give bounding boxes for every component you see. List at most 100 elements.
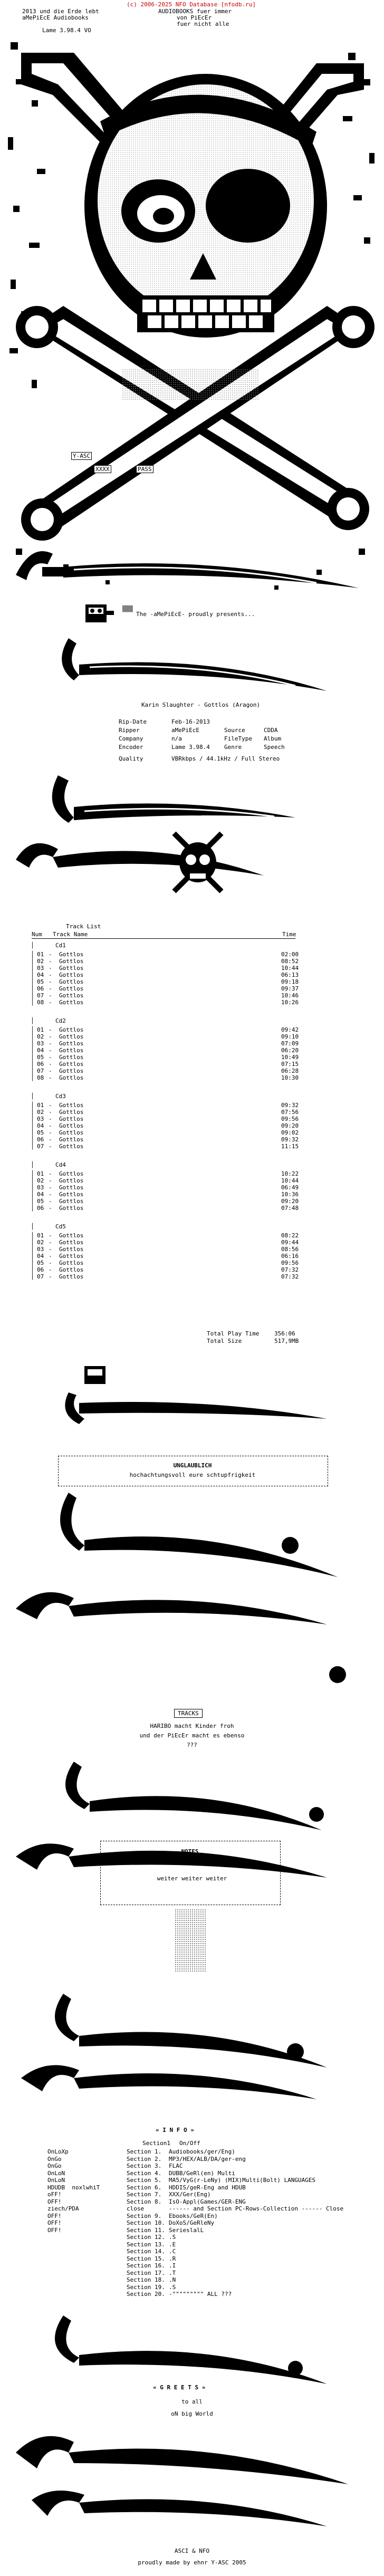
track-time: 06:49 (281, 1184, 299, 1191)
track-pipe: │ (31, 972, 34, 978)
track-num: 06 (37, 1205, 44, 1212)
info-section: Section 18. (127, 2276, 165, 2283)
track-dash: - (49, 1136, 52, 1143)
track-num: 01 (37, 1170, 44, 1177)
track-dash: - (49, 972, 52, 978)
cd-label: Cd4 (55, 1161, 66, 1168)
track-time: 09:56 (281, 1260, 299, 1266)
track-time: 09:18 (281, 978, 299, 985)
track-name: Gottlos (59, 1143, 84, 1150)
track-time: 09:42 (281, 1026, 299, 1033)
track-pipe: │ (31, 1205, 34, 1212)
track-time: 08:52 (281, 958, 299, 965)
track-num: 03 (37, 1246, 44, 1253)
track-num: 01 (37, 951, 44, 958)
sword-divider-6 (16, 1762, 327, 1878)
track-dash: - (49, 1232, 52, 1239)
info-desc: FLAC (169, 2162, 183, 2169)
col-num-header: Num (32, 931, 42, 938)
track-num: 02 (37, 1033, 44, 1040)
track-name: Gottlos (59, 985, 84, 992)
track-dash: - (49, 1266, 52, 1273)
track-num: 04 (37, 972, 44, 978)
track-name: Gottlos (59, 1129, 84, 1136)
info-desc: .S (169, 2234, 176, 2241)
track-pipe: │ (31, 985, 34, 992)
info-row: OFF!Section 8.IsO-Appl(Games/GER-ENG (0, 2198, 384, 2205)
info-row: Section 15..R (0, 2255, 384, 2262)
track-pipe: │ (31, 1026, 34, 1033)
info-desc: ------ and Section PC-Rows-Collection --… (169, 2205, 344, 2212)
info-row: Section 17..T (0, 2270, 384, 2276)
cd-label: Cd5 (55, 1223, 66, 1230)
track-num: 05 (37, 1260, 44, 1266)
info-row: Section 14..C (0, 2248, 384, 2255)
total-play-value: 356:06 (274, 1330, 295, 1337)
company-label: Company (119, 735, 143, 742)
info-desc: -""""""""" ALL ??? (169, 2291, 232, 2298)
cd-label: Cd3 (55, 1093, 66, 1100)
cd-label: Cd2 (55, 1017, 66, 1024)
track-dash: - (49, 1170, 52, 1177)
sword-divider-4 (65, 1366, 327, 1424)
track-num: 06 (37, 1266, 44, 1273)
info-desc: .S (169, 2283, 176, 2291)
info-status: OnLoN (47, 2169, 65, 2177)
track-name: Gottlos (59, 992, 84, 999)
track-num: 05 (37, 978, 44, 985)
cd-heading: │Cd3 (0, 1093, 384, 1100)
track-pipe: │ (31, 1198, 34, 1205)
col-time-header: Time (282, 931, 296, 938)
track-dash: - (49, 1033, 52, 1040)
info-status: HDUDB noxlwhiT (47, 2184, 100, 2191)
track-dash: - (49, 1191, 52, 1198)
info-section: Section 3. (127, 2162, 162, 2169)
track-name: Gottlos (59, 1191, 84, 1198)
track-time: 08:22 (281, 1232, 299, 1239)
header-line1-left: 2013 und die Erde lebt (22, 8, 99, 15)
sword-divider-1 (16, 551, 359, 588)
track-num: 01 (37, 1102, 44, 1109)
track-name: Gottlos (59, 1239, 84, 1246)
info-section: Section 2. (127, 2155, 162, 2162)
track-pipe: │ (31, 1047, 34, 1054)
track-num: 05 (37, 1054, 44, 1061)
track-num: 02 (37, 1239, 44, 1246)
info-section: Section 19. (127, 2283, 165, 2291)
track-dash: - (49, 1102, 52, 1109)
genre-value: Speech (264, 744, 285, 751)
track-pipe: │ (31, 1109, 34, 1116)
track-num: 03 (37, 965, 44, 972)
info-desc: IsO-Appl(Games/GER-ENG (169, 2198, 246, 2205)
greets-line1: to all (181, 2398, 203, 2405)
info-status: OFF! (47, 2219, 62, 2226)
info-heading-left: Section1 (142, 2140, 170, 2147)
track-name: Gottlos (59, 1122, 84, 1129)
notes-text: weiter weiter weiter (157, 1875, 227, 1882)
track-name: Gottlos (59, 1170, 84, 1177)
track-dash: - (49, 1074, 52, 1081)
track-pipe: │ (31, 999, 34, 1006)
track-time: 07:09 (281, 1040, 299, 1047)
track-pipe: │ (31, 1129, 34, 1136)
skull-crossbones-art (8, 42, 375, 590)
unglaublich-box (58, 1456, 328, 1486)
notes-title: NOTES (181, 1848, 199, 1855)
track-num: 04 (37, 1191, 44, 1198)
info-desc: .E (169, 2241, 176, 2248)
unglaublich-text: hochachtungsvoll eure schtupfrigkeit (129, 1472, 256, 1478)
track-num: 08 (37, 999, 44, 1006)
track-num: 05 (37, 1129, 44, 1136)
